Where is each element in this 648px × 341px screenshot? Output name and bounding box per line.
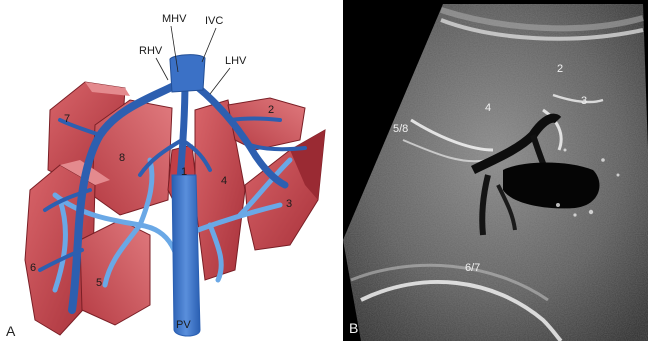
segment-2-label: 2 <box>268 104 274 116</box>
segment-3-label: 3 <box>286 198 292 210</box>
mhv-label: MHV <box>162 13 186 25</box>
segment-2-block <box>228 98 305 150</box>
panel-a-letter: A <box>6 323 15 339</box>
segment-1-label: 1 <box>181 166 187 178</box>
segment-4-label: 4 <box>221 175 227 187</box>
segment-5-label: 5 <box>96 277 102 289</box>
ivc-vessel <box>170 55 205 92</box>
portal-vein-trunk <box>172 175 200 336</box>
liver-segment-diagram: MHV IVC RHV LHV PV 1 2 3 4 5 6 7 8 A <box>0 0 340 341</box>
segment-8-label: 8 <box>119 152 125 164</box>
us-segment-3-label: 3 <box>581 95 587 107</box>
us-segment-6-7-label: 6/7 <box>465 262 480 274</box>
ultrasound-scan <box>343 0 648 341</box>
segment-5-block <box>80 220 150 325</box>
us-segment-2-label: 2 <box>557 63 563 75</box>
panel-b-letter: B <box>349 320 358 336</box>
liver-segment-illustration <box>0 0 340 341</box>
lhv-label: LHV <box>225 55 246 67</box>
rhv-label: RHV <box>139 45 162 57</box>
us-segment-4-label: 4 <box>485 102 491 114</box>
segment-6-label: 6 <box>30 262 36 274</box>
ultrasound-image: 2 3 4 5/8 6/7 B <box>343 0 648 341</box>
us-segment-5-8-label: 5/8 <box>393 123 408 135</box>
segment-7-label: 7 <box>64 113 70 125</box>
ivc-label: IVC <box>205 15 223 27</box>
pv-label: PV <box>176 319 191 331</box>
